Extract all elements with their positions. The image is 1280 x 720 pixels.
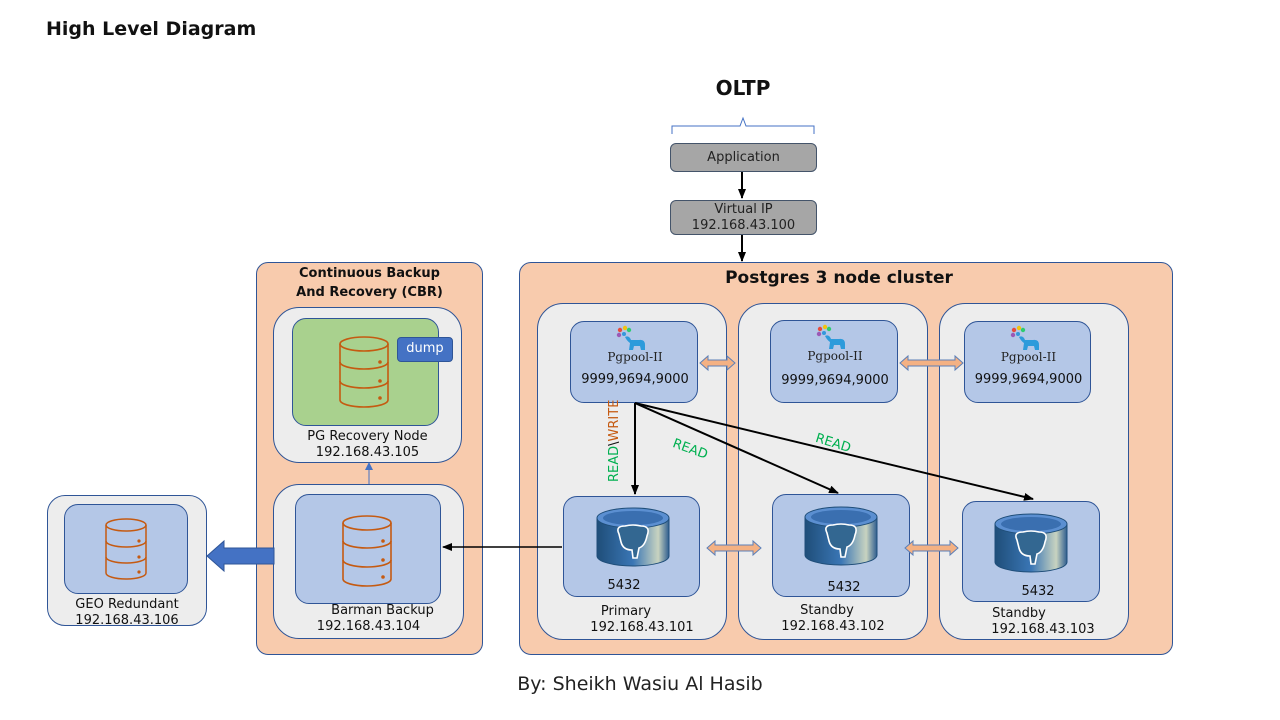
- postgres-elephant-icon: [804, 506, 878, 566]
- barman-node-label: Barman Backup 192.168.43.104: [273, 603, 464, 635]
- node-1-label: Primary 192.168.43.101: [537, 604, 727, 636]
- oltp-brace: [671, 116, 815, 134]
- postgres-db-box-2[interactable]: 5432: [772, 494, 910, 597]
- database-icon: [339, 336, 389, 408]
- db-port: 5432: [607, 578, 641, 593]
- db-port: 5432: [827, 580, 861, 595]
- pgpool-box-3[interactable]: Pgpool-II 9999,9694,9000: [964, 321, 1091, 403]
- recovery-node-panel: [292, 318, 439, 426]
- pgpool-name: Pgpool-II: [607, 350, 663, 364]
- pgpool-name: Pgpool-II: [807, 349, 863, 363]
- node-ip: 192.168.43.102: [781, 619, 885, 634]
- node-ip: 192.168.43.103: [991, 622, 1095, 637]
- database-icon: [342, 515, 392, 587]
- postgres-db-box-3[interactable]: 5432: [962, 501, 1100, 602]
- read-text: READ: [607, 445, 622, 482]
- pgpool-ports: 9999,9694,9000: [781, 373, 889, 388]
- cbr-title: Continuous Backup And Recovery (CBR): [256, 264, 483, 302]
- geo-redundant-ip: 192.168.43.106: [75, 613, 179, 628]
- database-icon: [105, 518, 147, 580]
- node-ip: 192.168.43.101: [590, 620, 694, 635]
- recovery-node-label: PG Recovery Node 192.168.43.105: [273, 429, 462, 461]
- db-port: 5432: [1021, 584, 1055, 599]
- geo-redundant-name: GEO Redundant: [75, 597, 179, 612]
- application-box[interactable]: Application: [670, 143, 817, 172]
- author-byline: By: Sheikh Wasiu Al Hasib: [517, 673, 763, 695]
- recovery-node-name: PG Recovery Node: [307, 429, 428, 444]
- pgpool-ports: 9999,9694,9000: [974, 372, 1083, 387]
- pgpool-logo-icon: [816, 324, 845, 349]
- geo-replication-arrow: [206, 539, 275, 573]
- recovery-node-ip: 192.168.43.105: [315, 445, 420, 460]
- pgpool-logo-icon: [1010, 325, 1039, 350]
- geo-redundant-label: GEO Redundant 192.168.43.106: [47, 597, 207, 629]
- node-role: Standby: [992, 606, 1046, 621]
- postgres-db-box-1[interactable]: 5432: [563, 496, 700, 597]
- application-label: Application: [707, 150, 780, 165]
- node-role: Standby: [800, 603, 854, 618]
- virtual-ip-label: Virtual IP: [714, 202, 773, 217]
- virtual-ip-box[interactable]: Virtual IP 192.168.43.100: [670, 200, 817, 235]
- cluster-title: Postgres 3 node cluster: [725, 268, 953, 288]
- postgres-elephant-icon: [596, 507, 670, 567]
- dump-badge: dump: [397, 337, 453, 362]
- separator-text: \: [607, 441, 622, 446]
- postgres-elephant-icon: [994, 513, 1068, 573]
- pgpool-name: Pgpool-II: [1000, 350, 1057, 364]
- pgpool-box-2[interactable]: Pgpool-II 9999,9694,9000: [770, 320, 898, 403]
- read-write-label: READ\WRITE: [607, 400, 627, 482]
- barman-node-name: Barman Backup: [331, 603, 434, 618]
- pgpool-ports: 9999,9694,9000: [581, 372, 689, 387]
- node-3-label: Standby 192.168.43.103: [939, 606, 1129, 638]
- oltp-label: OLTP: [715, 76, 771, 100]
- cbr-title-line1: Continuous Backup: [299, 266, 440, 281]
- pgpool-logo-icon: [616, 325, 645, 350]
- node-role: Primary: [600, 604, 652, 619]
- pgpool-box-1[interactable]: Pgpool-II 9999,9694,9000: [570, 321, 698, 403]
- write-text: WRITE: [607, 399, 622, 442]
- virtual-ip-address: 192.168.43.100: [691, 218, 796, 233]
- node-2-label: Standby 192.168.43.102: [738, 603, 928, 635]
- page-title: High Level Diagram: [46, 18, 257, 40]
- cbr-title-line2: And Recovery (CBR): [296, 285, 443, 300]
- barman-node-ip: 192.168.43.104: [316, 619, 421, 634]
